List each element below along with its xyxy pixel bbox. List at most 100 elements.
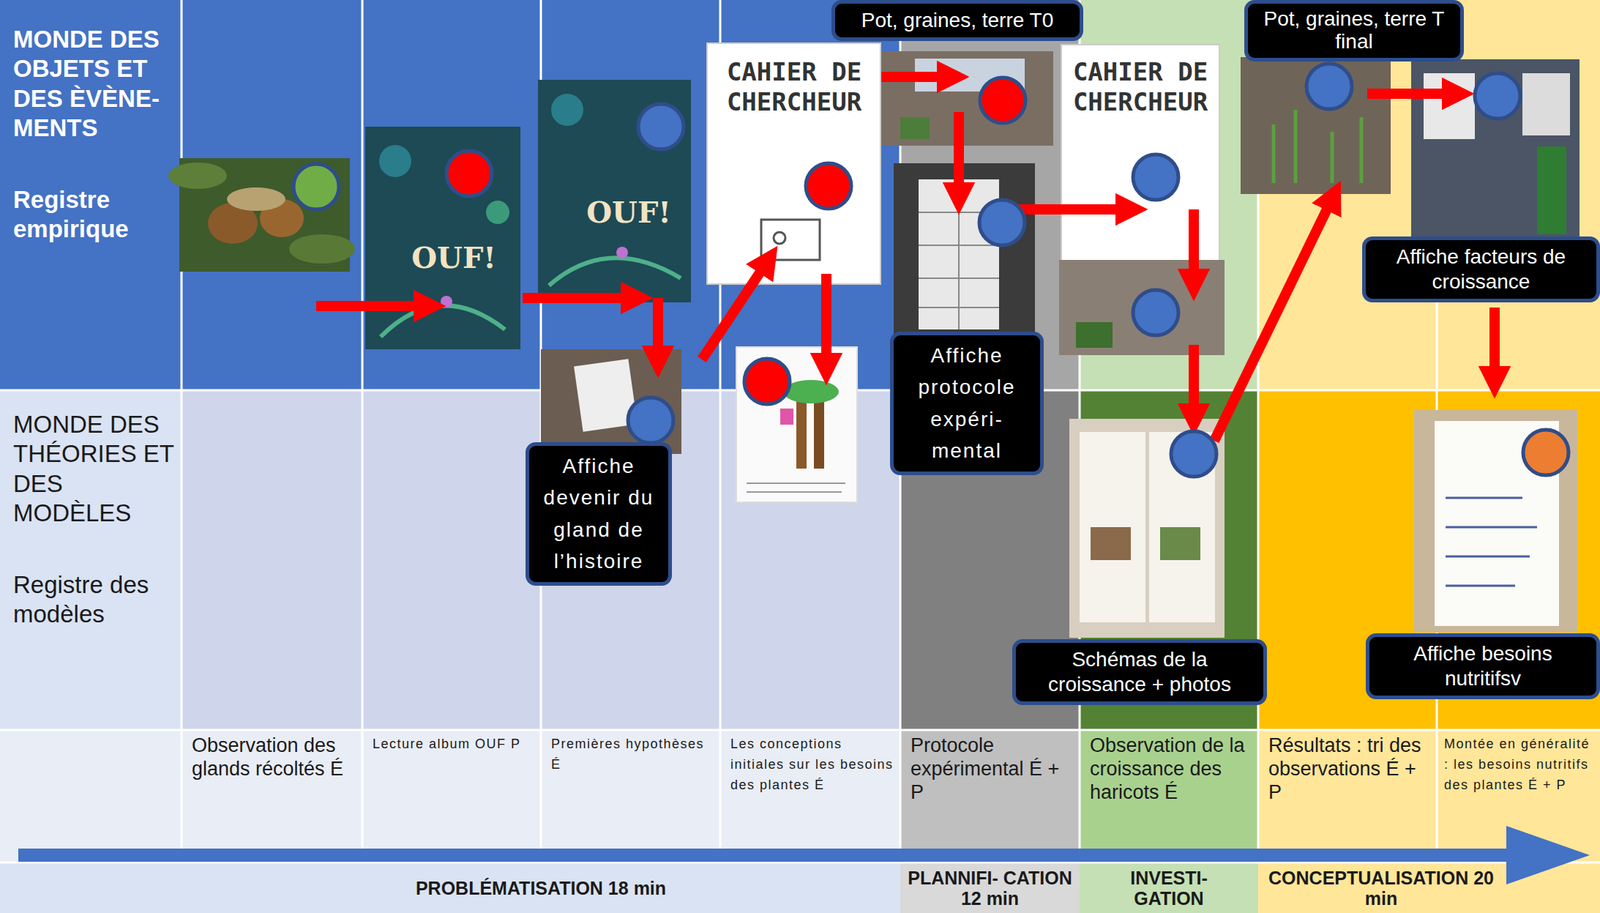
book-decor [440, 295, 453, 308]
step-cell: Protocole expérimental É + P [910, 734, 1074, 844]
red-arrow [316, 300, 437, 312]
step-ground [900, 729, 1080, 863]
material-label: Pot, graines, terre T0 [831, 0, 1084, 41]
notebook-title: CAHIER DE CHERCHEUR [713, 57, 875, 118]
region-title: MONDE DES THÉORIES ET DES MODÈLES [13, 409, 182, 528]
node-text: Lecture album OUF P [372, 734, 536, 755]
book-title: OUF! [584, 194, 673, 230]
pot [900, 117, 930, 140]
node-text: Affiche besoins nutritifsv [1378, 641, 1588, 691]
step-ground [1079, 729, 1259, 863]
photo-print [1160, 526, 1201, 560]
protocol-photo [893, 163, 1035, 337]
status-dot [446, 150, 492, 197]
red-arrow [652, 297, 664, 369]
poster-label: Affiche protocole expéri- mental [890, 331, 1044, 476]
photo-print [1090, 526, 1131, 560]
flower [780, 408, 794, 425]
leaf [289, 234, 355, 264]
status-dot [1133, 289, 1179, 336]
book-decor [486, 200, 510, 224]
poster [1522, 73, 1570, 136]
poster-photo [1414, 409, 1578, 633]
material-label: Pot, graines, terre T final [1244, 0, 1464, 62]
register-name: Registre des modèles [13, 570, 182, 630]
handwriting [746, 483, 846, 492]
red-arrow [1489, 307, 1500, 389]
region-header: MONDE DES OBJETS ET DES ÈVÈNE- MENTSRegi… [13, 24, 182, 245]
poster-label: Schémas de la croissance + photos [1012, 638, 1267, 705]
red-arrow [953, 111, 964, 205]
status-dot [293, 163, 339, 210]
status-dot [1306, 63, 1352, 110]
region-title: MONDE DES OBJETS ET DES ÈVÈNE- MENTS [13, 24, 182, 143]
model-ground [1258, 390, 1600, 730]
handwriting [1445, 497, 1538, 586]
red-arrow [701, 253, 773, 360]
red-arrow [1188, 209, 1199, 292]
node-text: Les conceptions initiales sur les besoin… [730, 734, 895, 796]
phase-band: INVESTI- GATION [1079, 863, 1259, 913]
classroom-photo [1059, 259, 1225, 355]
step-cell: Résultats : tri des observations É + P [1268, 734, 1431, 844]
robot-drawing [773, 232, 786, 244]
phase-band: CONCEPTUALISATION 20 min [1260, 863, 1502, 913]
node-text: Premières hypothèses É [551, 734, 715, 776]
node-text: Schémas de la croissance + photos [1024, 647, 1255, 697]
status-dot [805, 163, 852, 209]
book-cover [537, 79, 691, 303]
status-dot [1523, 429, 1569, 476]
schema-photo [1069, 418, 1225, 638]
poster-label: Affiche devenir du gland de l’histoire [525, 442, 672, 586]
tree-trunk [796, 395, 807, 469]
grid-lines [0, 0, 1600, 863]
status-dot [638, 103, 684, 150]
red-arrow [881, 71, 960, 82]
leaf [168, 162, 227, 189]
status-dot [744, 358, 790, 405]
step-cell: Observation des glands récoltés É [191, 734, 357, 844]
phase-band: PROBLÉMATISATION 18 min [181, 863, 901, 913]
notebook-title: CAHIER DE CHERCHEUR [1064, 57, 1216, 118]
status-dot [1133, 154, 1179, 200]
node-text: Affiche devenir du gland de l’histoire [537, 450, 660, 578]
timeline-arrow [18, 848, 1512, 862]
node-text: Observation des glands récoltés É [191, 734, 357, 781]
status-dot [1474, 73, 1521, 119]
poster-label: Affiche facteurs de croissance [1362, 236, 1600, 303]
empirical-ground [0, 0, 901, 391]
node-text: PLANNIFI- CATION 12 min [900, 868, 1080, 909]
step-ground [0, 729, 901, 863]
plants [1273, 109, 1362, 183]
node-text: CONCEPTUALISATION 20 min [1260, 868, 1502, 909]
step-cell: Observation de la croissance des haricot… [1089, 734, 1253, 844]
phase-ground [0, 862, 901, 913]
red-arrow [821, 273, 832, 376]
book-cover [365, 126, 521, 350]
node-text: Résultats : tri des observations É + P [1268, 734, 1431, 805]
acorn-cup [226, 187, 286, 211]
phase-ground [1079, 862, 1259, 913]
book-title: OUF! [409, 240, 498, 275]
child-drawing [736, 346, 858, 503]
book-decor [551, 93, 584, 126]
timeline-arrow-head [1506, 825, 1590, 885]
status-dot [627, 397, 674, 443]
node-text: Affiche facteurs de croissance [1374, 244, 1588, 295]
pot [1075, 322, 1113, 348]
node-text: Montée en généralité : les besoins nutri… [1444, 734, 1597, 796]
node-text: PROBLÉMATISATION 18 min [415, 878, 667, 899]
phase-ground [1258, 862, 1600, 913]
red-arrow [1188, 344, 1199, 426]
node-text: Protocole expérimental É + P [910, 734, 1074, 805]
book-decor [379, 144, 412, 178]
step-cell: Les conceptions initiales sur les besoin… [730, 734, 895, 844]
status-dot [1171, 431, 1217, 477]
node-text: Observation de la croissance des haricot… [1089, 734, 1253, 805]
model-ground [0, 390, 182, 730]
step-cell: Lecture album OUF P [372, 734, 536, 844]
board [1537, 146, 1567, 235]
tree-foliage [783, 379, 839, 404]
red-arrow [1367, 88, 1465, 99]
tree-trunk [813, 398, 825, 469]
